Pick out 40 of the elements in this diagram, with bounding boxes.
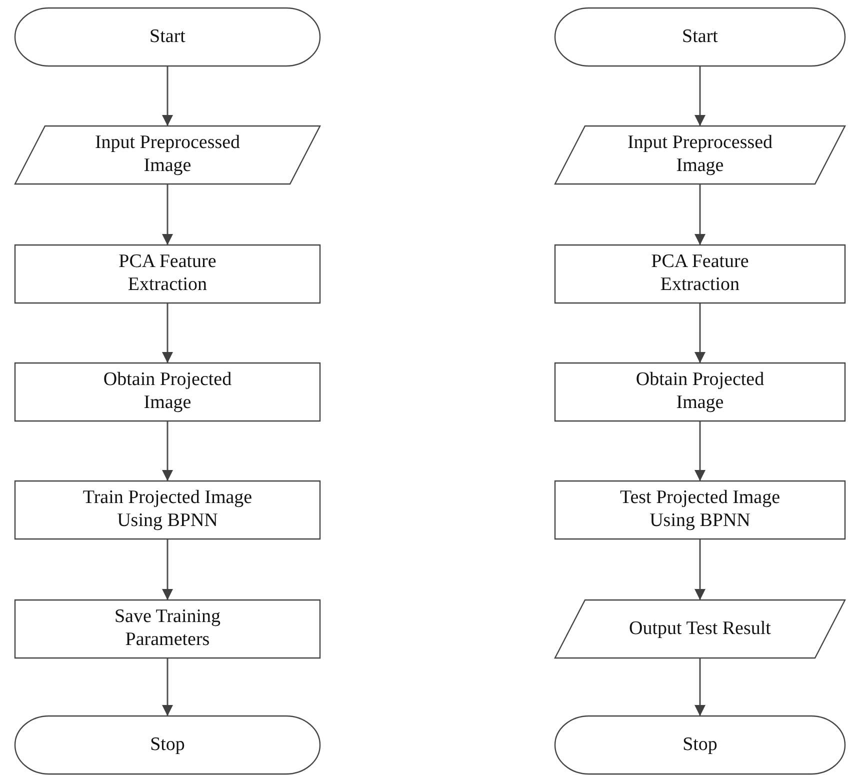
process-box (15, 245, 320, 303)
arrow (694, 658, 706, 716)
arrow (694, 421, 706, 481)
node-label: Start (150, 26, 186, 48)
node-label: Obtain Projected Image (102, 369, 233, 415)
node-label: Save Training Parameters (113, 606, 222, 652)
process-box (555, 363, 845, 421)
terminal-shape (15, 716, 320, 774)
node-label: Input Preprocessed Image (626, 132, 774, 178)
node-label: Obtain Projected Image (634, 369, 766, 415)
arrow (162, 539, 173, 600)
arrow (162, 184, 173, 245)
arrow (162, 66, 173, 126)
process-box (15, 363, 320, 421)
process-box (15, 600, 320, 658)
process-box (555, 245, 845, 303)
arrow (162, 658, 173, 716)
node-label: Train Projected Image Using BPNN (82, 487, 254, 533)
terminal-shape (555, 8, 845, 66)
arrow (694, 303, 706, 363)
arrow (694, 184, 706, 245)
process-box (15, 481, 320, 539)
node-label: Start (682, 26, 718, 48)
terminal-shape (555, 716, 845, 774)
arrow (162, 303, 173, 363)
node-label: PCA Feature Extraction (118, 251, 218, 297)
node-label: PCA Feature Extraction (650, 251, 750, 297)
terminal-shape (15, 8, 320, 66)
node-label: Input Preprocessed Image (94, 132, 242, 178)
arrow (162, 421, 173, 481)
arrow (694, 66, 706, 126)
node-label: Stop (682, 734, 718, 756)
process-box (555, 481, 845, 539)
input-output-parallelogram (555, 126, 845, 184)
node-label: Stop (150, 734, 185, 756)
arrow (694, 539, 706, 600)
node-label: Output Test Result (629, 618, 771, 640)
input-output-parallelogram (555, 600, 845, 658)
node-label: Test Projected Image Using BPNN (618, 487, 782, 533)
input-output-parallelogram (15, 126, 320, 184)
